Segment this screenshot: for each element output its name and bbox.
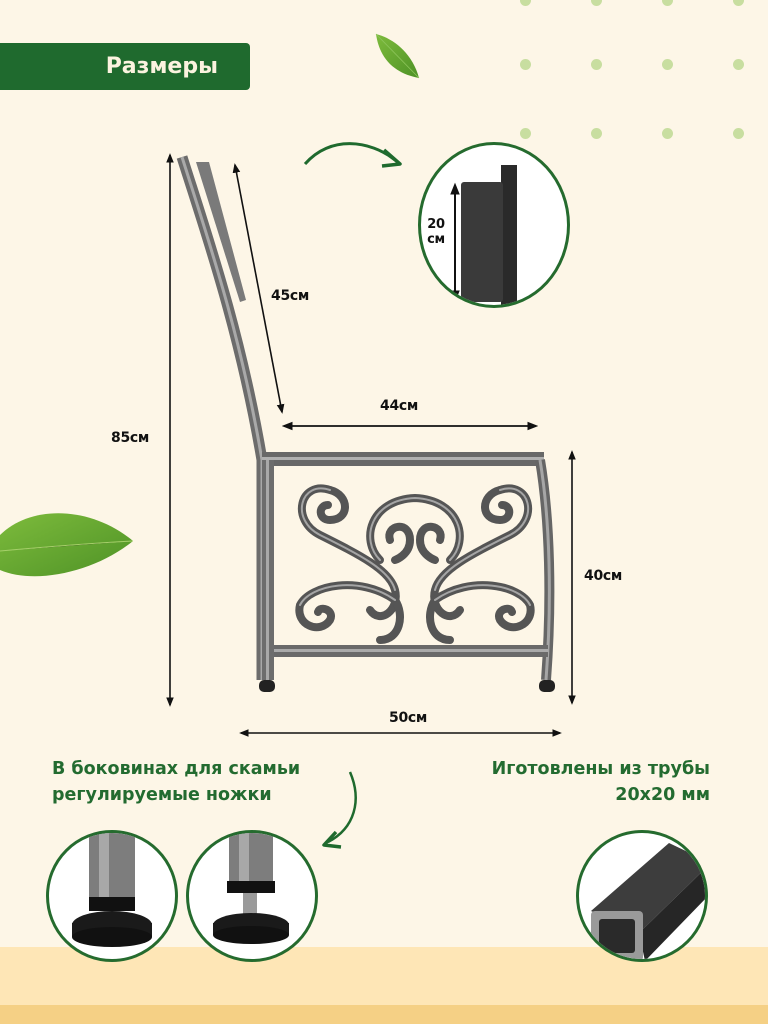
dot [662, 0, 673, 6]
dim-label-seat-depth: 44см [380, 398, 419, 414]
dot [520, 0, 531, 6]
dot [662, 59, 673, 70]
bottom-band-dark [0, 1005, 768, 1024]
backrest-45-line [232, 163, 285, 414]
caption-line: регулируемые ножки [52, 785, 272, 805]
adjustable-feet-caption: В боковинах для скамьи регулируемые ножк… [52, 756, 300, 808]
dot [591, 59, 602, 70]
dim-label-seat-height: 40см [584, 568, 623, 584]
dot [733, 59, 744, 70]
caption-line: Иготовлены из трубы [491, 759, 710, 779]
dot [733, 128, 744, 139]
plate-height-value: 20 [427, 217, 445, 232]
page-title: Размеры [0, 43, 250, 90]
dim-label-base-width: 50см [389, 710, 428, 726]
dim-label-total-height: 85см [111, 430, 150, 446]
backrest-detail-circle: 20 см [418, 142, 570, 308]
dot [520, 59, 531, 70]
caption-line: 20х20 мм [615, 785, 710, 805]
page-title-text: Размеры [105, 54, 218, 79]
plate-height-label: 20 см [421, 217, 451, 247]
caption-line: В боковинах для скамьи [52, 759, 301, 779]
dot [591, 128, 602, 139]
dot [591, 0, 602, 6]
foot-extended-circle [186, 830, 318, 962]
dot [733, 0, 744, 6]
dot [520, 128, 531, 139]
plate-height-unit: см [427, 232, 445, 247]
dot [662, 128, 673, 139]
tube-caption: Иготовлены из трубы 20х20 мм [460, 756, 710, 808]
square-tube-circle [576, 830, 708, 962]
foot-retracted-circle [46, 830, 178, 962]
dim-label-backrest: 45см [271, 288, 310, 304]
